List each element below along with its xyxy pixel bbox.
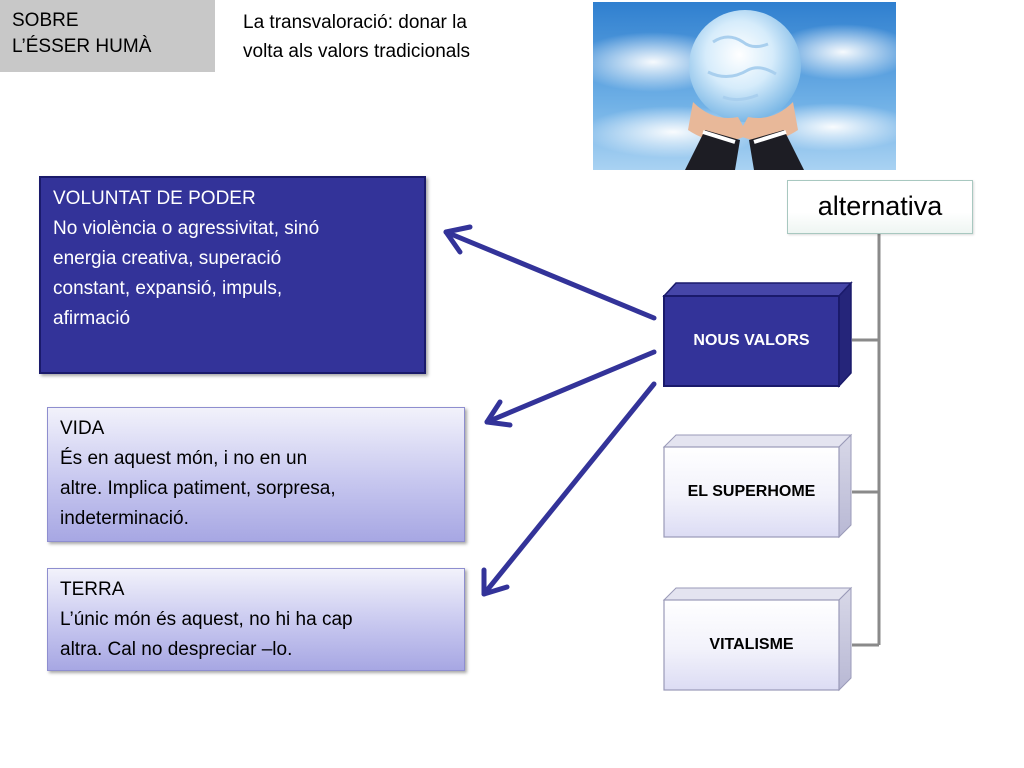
arrow-to-voluntat xyxy=(443,224,657,321)
topic-label: SOBRE L’ÉSSER HUMÀ xyxy=(0,0,215,72)
cube-nous-valors xyxy=(662,281,853,388)
topic-label-line1: SOBRE xyxy=(12,10,79,31)
globe-hands-image xyxy=(593,2,896,170)
voluntat-de-poder-box: VOLUNTAT DE PODER No violència o agressi… xyxy=(39,176,426,374)
terra-line: L’únic món és aquest, no hi ha cap xyxy=(60,609,353,630)
voluntat-heading: VOLUNTAT DE PODER xyxy=(53,188,256,209)
voluntat-line: afirmació xyxy=(53,308,131,329)
vida-heading: VIDA xyxy=(60,418,105,439)
nous-valors-label: NOUS VALORS xyxy=(693,332,810,349)
arrows xyxy=(443,224,657,597)
superhome-label: EL SUPERHOME xyxy=(687,483,816,500)
vitalisme-label: VITALISME xyxy=(709,636,794,653)
terra-line: altra. Cal no despreciar –lo. xyxy=(60,639,293,660)
arrow-to-terra xyxy=(481,381,657,597)
topic-label-line2: L’ÉSSER HUMÀ xyxy=(12,36,152,57)
cube-vitalisme xyxy=(662,586,853,692)
vida-box: VIDA És en aquest món, i no en un altre.… xyxy=(47,407,465,542)
slide-title-line1: La transvaloració: donar la xyxy=(243,12,467,33)
slide-title: La transvaloració: donar la volta als va… xyxy=(243,8,573,66)
terra-box: TERRA L’únic món és aquest, no hi ha cap… xyxy=(47,568,465,671)
alternativa-root-box: alternativa xyxy=(787,180,973,234)
vida-line: altre. Implica patiment, sorpresa, xyxy=(60,478,336,499)
vida-line: És en aquest món, i no en un xyxy=(60,448,308,469)
voluntat-line: energia creativa, superació xyxy=(53,248,282,269)
slide-title-line2: volta als valors tradicionals xyxy=(243,41,471,62)
vida-line: indeterminació. xyxy=(60,508,189,529)
terra-heading: TERRA xyxy=(60,579,125,600)
arrow-to-vida xyxy=(484,349,657,428)
tree-connectors xyxy=(852,234,881,647)
voluntat-line: No violència o agressivitat, sinó xyxy=(53,218,320,239)
voluntat-line: constant, expansió, impuls, xyxy=(53,278,283,299)
cube-superhome xyxy=(662,433,853,539)
